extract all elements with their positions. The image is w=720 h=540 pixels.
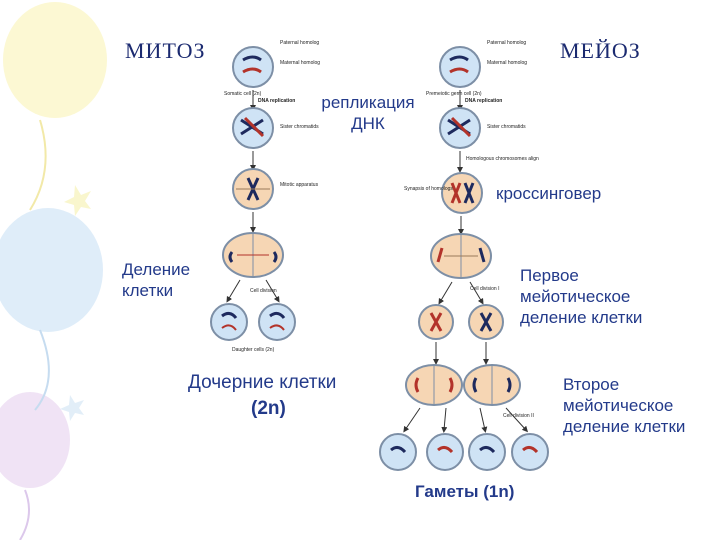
dna-replication-ru: репликация ДНК	[321, 93, 415, 133]
mitotic-apparatus-label: Mitotic apparatus	[280, 182, 319, 188]
meiosis-title: МЕЙОЗ	[560, 38, 641, 63]
daughter-cells-label-en: Daughter cells (2n)	[232, 347, 275, 353]
sister-chromatids-label-left: Sister chromatids	[280, 124, 319, 130]
meiosis1-ru: Первое мейотическое деление клетки	[520, 266, 643, 327]
dna-replication-label-right: DNA replication	[465, 98, 503, 104]
premeiotic-cell-label: Premeiotic germ cell (2n)	[426, 91, 482, 97]
gamete-3	[468, 433, 506, 471]
maternal-homolog-label-right: Maternal homolog	[487, 60, 528, 66]
gamete-4	[511, 433, 549, 471]
daughter-cell-2	[258, 303, 296, 341]
crossingover-ru: кроссинговер	[496, 184, 602, 203]
cell-division-ru: Деление клетки	[122, 260, 191, 300]
cell-division-1-label: Cell division I	[470, 286, 500, 292]
cell-division-2-label: Cell division II	[503, 413, 534, 419]
dna-replication-label-left: DNA replication	[258, 98, 296, 104]
somatic-cell-label: Somatic cell (2n)	[224, 91, 262, 97]
daughter-cells-ru: Дочерние клетки	[188, 372, 337, 393]
paternal-homolog-label-right: Paternal homolog	[487, 40, 527, 46]
somatic-cell	[232, 46, 274, 88]
synapsis-label: Synapsis of homologs	[404, 186, 453, 192]
homologous-align-label: Homologous chromosomes align	[466, 156, 539, 162]
gametes-ru: Гаметы (1n)	[415, 482, 515, 501]
gamete-1	[379, 433, 417, 471]
mitosis-column	[210, 46, 296, 341]
paternal-homolog-label-left: Paternal homolog	[280, 40, 320, 46]
synapsis-cell	[441, 172, 483, 214]
daughter-cell-1	[210, 303, 248, 341]
sister-chromatids-label-right: Sister chromatids	[487, 124, 526, 130]
mitosis-title: МИТОЗ	[125, 38, 206, 63]
cell-division-label-en: Cell division	[250, 288, 277, 294]
daughter-cells-ploidy: (2n)	[251, 398, 286, 419]
maternal-homolog-label-left: Maternal homolog	[280, 60, 321, 66]
meiosis-column	[379, 46, 549, 471]
meiosis2-ru: Второе мейотическое деление клетки	[563, 375, 686, 436]
gamete-2	[426, 433, 464, 471]
premeiotic-cell	[439, 46, 481, 88]
